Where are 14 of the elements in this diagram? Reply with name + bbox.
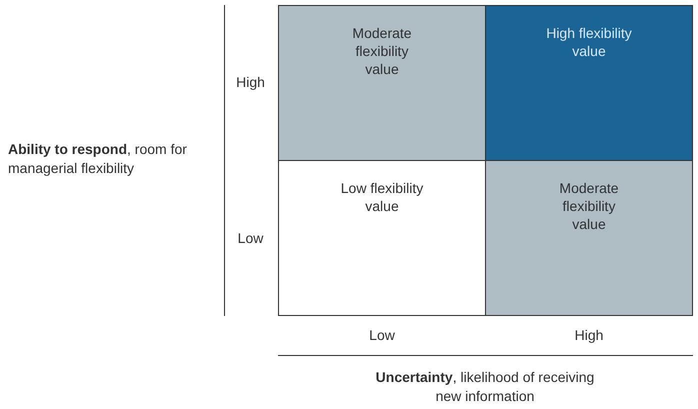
tick-label: Low <box>236 229 264 248</box>
tick-label: High <box>235 73 266 92</box>
matrix-cell <box>485 160 693 316</box>
cell-text: Moderate flexibility value <box>351 24 413 78</box>
axis-title: Ability to respond, room for managerial flexibility <box>8 140 188 178</box>
cell-text: Moderate flexibility value <box>558 179 620 233</box>
axis-title: Uncertainty, likelihood of receiving new information <box>374 368 596 406</box>
cell-text: Low flexibility value <box>340 179 424 215</box>
matrix-cell <box>278 160 486 316</box>
tick-label: Low <box>368 326 396 345</box>
matrix-cell <box>278 5 486 161</box>
cell-text: High flexibility value <box>545 24 633 60</box>
matrix-cell <box>485 5 693 161</box>
tick-label: High <box>574 326 604 345</box>
